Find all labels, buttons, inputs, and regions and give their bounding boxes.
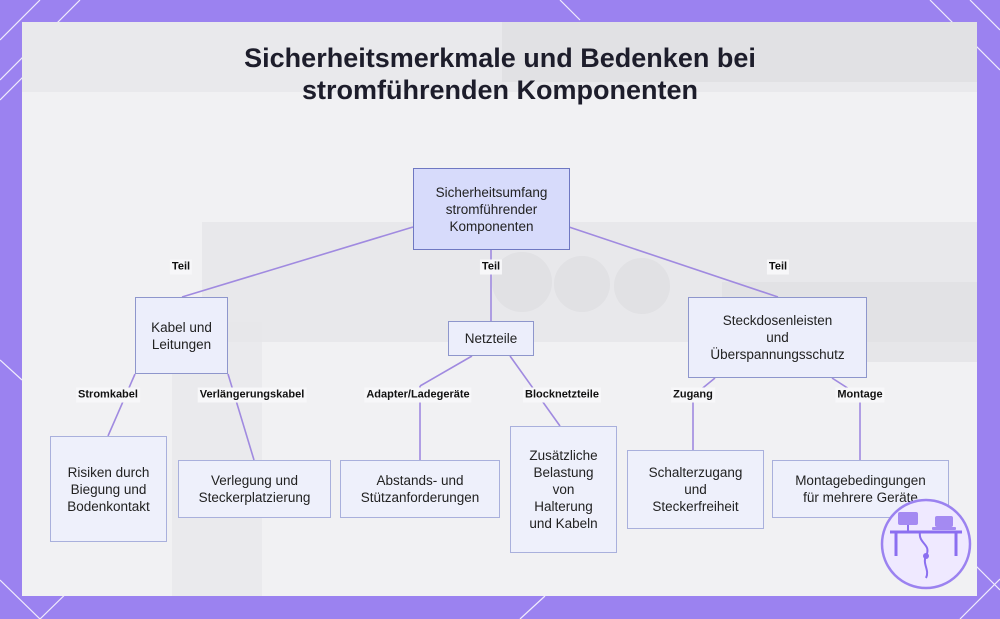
node-bending-risks: Risiken durch Biegung und Bodenkontakt [50,436,167,542]
edge-label-adapter: Adapter/Ladegeräte [364,387,472,403]
edge-label-teil-right: Teil [766,259,790,275]
edge-label-stromkabel: Stromkabel [76,387,140,403]
node-power-supplies: Netzteile [448,321,534,356]
edge-label-blocknetzteile: Blocknetzteile [523,387,601,403]
edge-cables-bending [107,373,136,437]
edge-label-montage: Montage [835,387,885,403]
node-mounting: Montagebedingungen für mehrere Geräte [772,460,949,518]
edge-label-teil-mid: Teil [479,259,503,275]
node-switch-access: Schalterzugang und Steckerfreiheit [627,450,764,529]
node-cables: Kabel und Leitungen [135,297,228,374]
edge-label-zugang: Zugang [671,387,715,403]
edge-label-teil-left: Teil [169,259,193,275]
node-added-load: Zusätzliche Belastung von Halterung und … [510,426,617,553]
title-line-1: Sicherheitsmerkmale und Bedenken bei [244,43,756,73]
page-title: Sicherheitsmerkmale und Bedenken bei str… [0,42,1000,106]
title-line-2: stromführenden Komponenten [302,75,698,105]
edge-power-spacing [419,355,473,387]
edge-label-verlaengerungskabel: Verlängerungskabel [197,387,307,403]
node-root: Sicherheitsumfang stromführender Kompone… [413,168,570,250]
node-spacing: Abstands- und Stützanforderungen [340,460,500,518]
node-routing: Verlegung und Steckerplatzierung [178,460,331,518]
edge-root-strips [568,226,779,298]
desk-setup-icon [880,498,972,590]
node-power-strips: Steckdosenleisten und Überspannungsschut… [688,297,867,378]
edge-root-cables [181,226,414,298]
